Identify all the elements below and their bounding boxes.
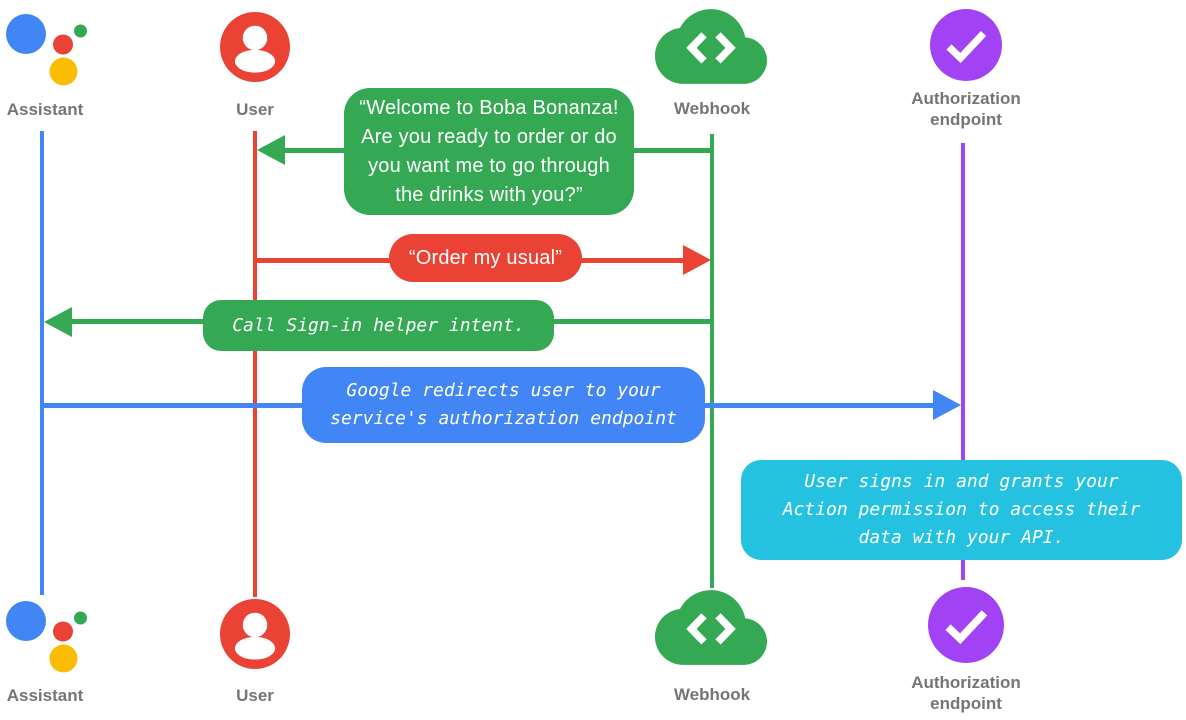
assistant-lifeline (40, 131, 44, 595)
authorization-endpoint-label: Authorization endpoint (911, 89, 1021, 129)
user-icon (220, 599, 290, 674)
redirect-message-bubble: Google redirects user to your service's … (302, 367, 705, 443)
authorization-endpoint-icon (930, 9, 1002, 86)
webhook-label: Webhook (673, 99, 751, 118)
user-icon (220, 12, 290, 87)
webhook-icon (655, 590, 767, 670)
user-label: User (236, 100, 274, 119)
webhook-icon (655, 9, 767, 89)
authorization-endpoint-label: Authorization endpoint (911, 673, 1021, 713)
order-message-bubble: “Order my usual” (389, 234, 582, 282)
webhook-lifeline (710, 134, 714, 588)
assistant-icon (4, 597, 96, 682)
order-arrowhead-icon (683, 245, 711, 275)
user-lifeline (253, 131, 257, 597)
assistant-icon (4, 10, 96, 95)
authorization-endpoint-icon (928, 587, 1004, 668)
signin-arrowhead-icon (44, 307, 72, 337)
user-label: User (236, 686, 274, 705)
assistant-label: Assistant (6, 100, 84, 119)
welcome-arrowhead-icon (257, 135, 285, 165)
authorization-endpoint-lifeline (961, 143, 965, 580)
signin-message-bubble: Call Sign-in helper intent. (203, 300, 554, 351)
welcome-message-bubble: “Welcome to Boba Bonanza! Are you ready … (344, 88, 634, 215)
redirect-arrowhead-icon (933, 390, 961, 420)
grant-note-bubble: User signs in and grants your Action per… (741, 460, 1182, 560)
webhook-label: Webhook (673, 685, 751, 704)
assistant-label: Assistant (6, 686, 84, 705)
